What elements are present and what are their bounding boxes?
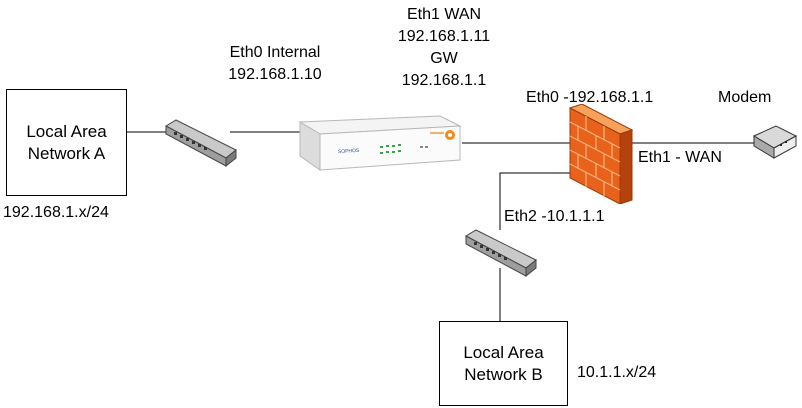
link-firewall-switch2 [499, 172, 575, 230]
sophos-wan-line-1: Eth1 WAN [406, 6, 482, 23]
firewall-eth0-label: Eth0 -192.168.1.1 [526, 89, 654, 106]
modem-label: Modem [718, 89, 772, 106]
firewall-eth2-label: Eth2 -10.1.1.1 [504, 208, 605, 225]
sophos-wan-line-2: 192.168.1.11 [397, 28, 491, 45]
firewall-icon [568, 104, 634, 204]
sophos-interface-ip: 192.168.1.10 [228, 66, 322, 83]
switch-icon-2 [464, 229, 537, 278]
lan-a-label: Local Area Network A [26, 121, 107, 163]
lan-b-label: Local Area Network B [463, 342, 544, 384]
lan-a-subnet: 192.168.1.x/24 [3, 204, 109, 221]
lan-a-box: Local Area Network A [6, 89, 127, 196]
sophos-wan-line-3: GW [430, 50, 458, 67]
sophos-brand-text: SOPHOS [338, 148, 360, 155]
lan-b-subnet: 10.1.1.x/24 [577, 364, 657, 381]
lan-b-box: Local Area Network B [439, 321, 568, 406]
sophos-appliance-icon: SOPHOS [298, 115, 462, 171]
firewall-eth1-label: Eth1 - WAN [638, 149, 722, 166]
modem-icon [752, 125, 798, 159]
sophos-wan-line-4: 192.168.1.1 [401, 72, 487, 89]
sophos-interface-label: Eth0 Internal [229, 44, 321, 61]
switch-icon [164, 119, 237, 168]
